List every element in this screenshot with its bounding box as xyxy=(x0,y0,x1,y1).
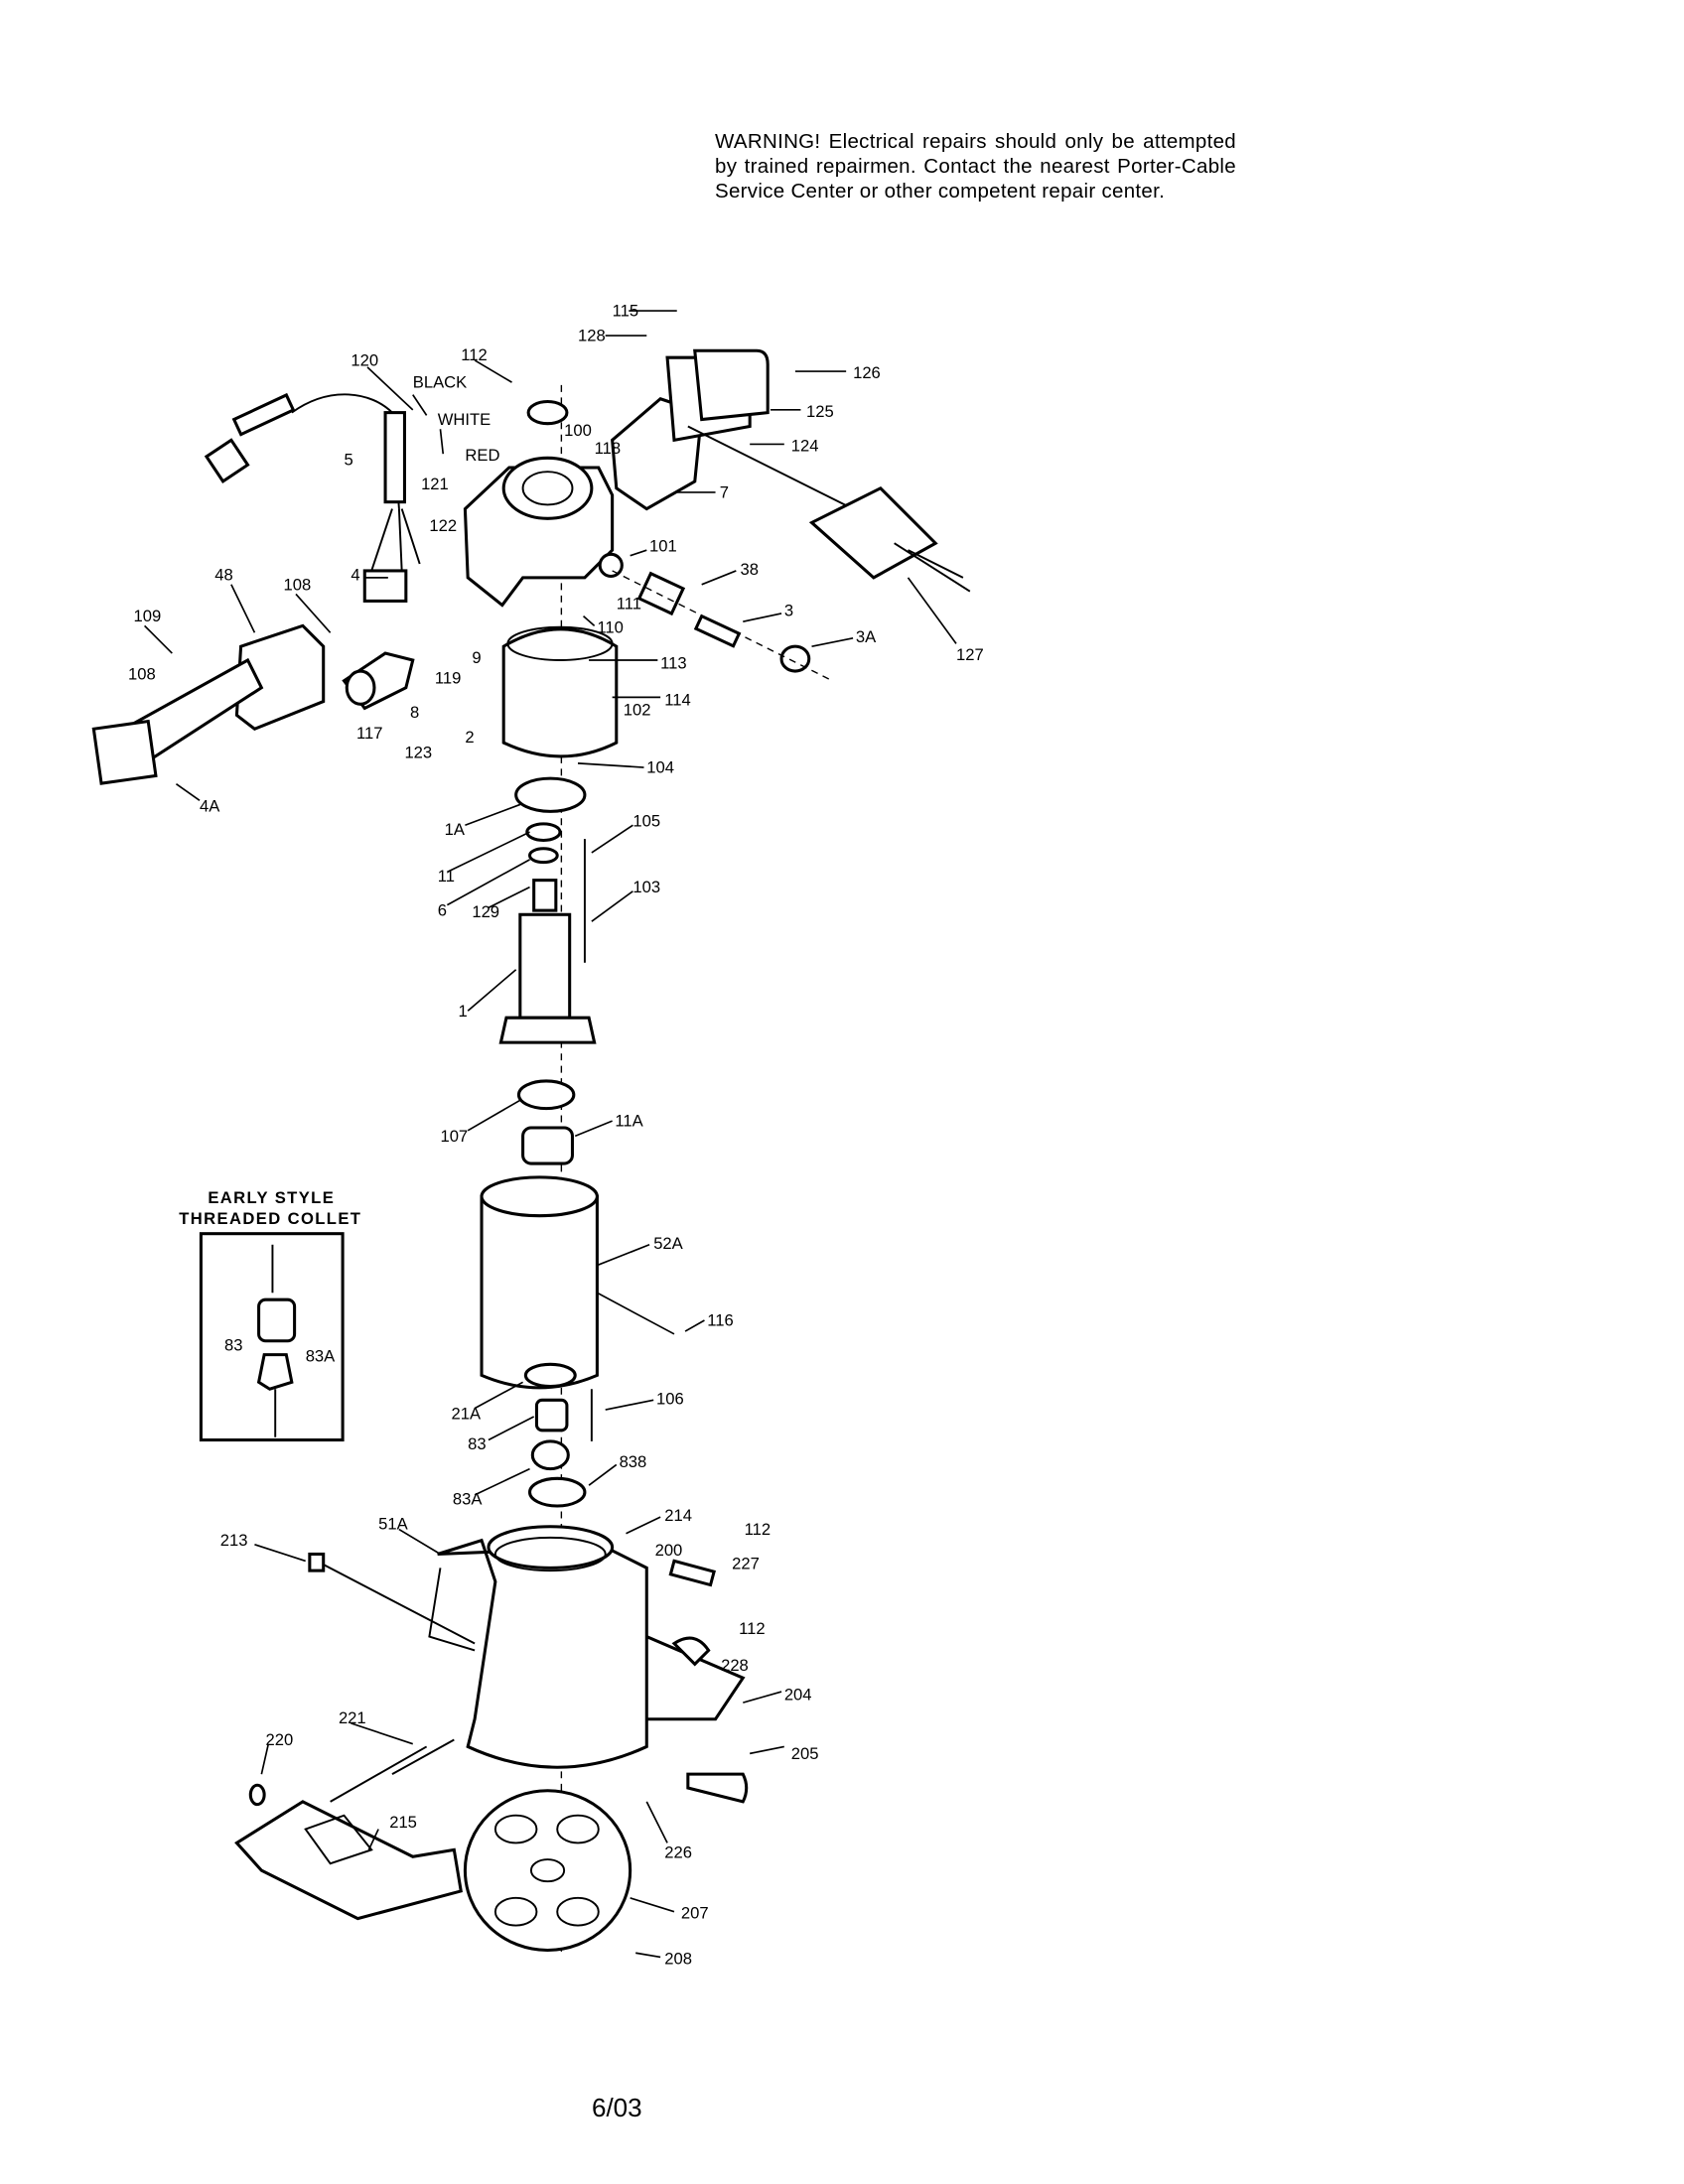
brush-parts xyxy=(598,552,833,682)
part-label: 104 xyxy=(646,758,674,777)
motor-cap-part xyxy=(463,400,615,608)
router-base-part xyxy=(308,1525,749,1804)
switch-assembly-part xyxy=(611,348,971,593)
part-label: 227 xyxy=(732,1555,760,1573)
part-label: 83A xyxy=(453,1490,483,1509)
part-label: 3 xyxy=(784,602,793,620)
part-label: 125 xyxy=(806,402,834,421)
part-label: 100 xyxy=(564,421,592,440)
handle-part xyxy=(91,569,415,785)
part-label: 117 xyxy=(356,724,382,743)
part-label: 1 xyxy=(458,1002,467,1021)
part-label: 103 xyxy=(632,878,660,896)
inset-label: 83 xyxy=(224,1335,242,1354)
part-label: 111 xyxy=(617,595,641,614)
power-cord-part xyxy=(204,392,421,572)
part-label: 228 xyxy=(721,1656,749,1675)
part-label: 11 xyxy=(438,867,455,886)
part-label: 200 xyxy=(655,1541,683,1560)
part-label: 1A xyxy=(445,820,466,839)
revision-date: 6/03 xyxy=(592,2093,642,2122)
wire-label-white: WHITE xyxy=(438,410,491,429)
part-label: 11A xyxy=(615,1112,643,1131)
early-style-collet-inset: EARLY STYLE THREADED COLLET 83 83A xyxy=(179,1188,361,1442)
part-label: 5 xyxy=(344,450,352,469)
part-label: 121 xyxy=(421,475,449,493)
part-label: 116 xyxy=(707,1311,733,1330)
wire-label-black: BLACK xyxy=(413,373,467,392)
inset-title-line2: THREADED COLLET xyxy=(179,1209,361,1228)
part-label: 112 xyxy=(461,345,487,364)
part-label: 110 xyxy=(597,617,623,636)
part-label: 52A xyxy=(653,1234,683,1253)
wire-label-red: RED xyxy=(465,446,499,465)
part-label: 115 xyxy=(613,302,638,321)
edge-guide-part xyxy=(234,1738,463,1921)
field-housing-part xyxy=(501,625,619,758)
part-label: 6 xyxy=(438,901,447,920)
part-label: 118 xyxy=(595,439,621,458)
part-label: 51A xyxy=(378,1515,408,1534)
part-label: 83 xyxy=(468,1434,486,1453)
inset-label: 83A xyxy=(306,1347,336,1366)
part-label: 127 xyxy=(956,645,984,664)
part-label: 119 xyxy=(435,669,461,688)
part-label: 123 xyxy=(404,743,432,761)
part-label: 126 xyxy=(853,363,881,382)
part-label: 4A xyxy=(200,796,220,815)
part-label: 113 xyxy=(660,653,686,672)
part-label: 107 xyxy=(440,1127,468,1146)
motor-housing-part xyxy=(480,1175,599,1441)
leader-lines xyxy=(144,310,957,1959)
part-label: 215 xyxy=(389,1813,417,1832)
part-label: 102 xyxy=(624,700,651,719)
inset-title-line1: EARLY STYLE xyxy=(208,1188,335,1207)
part-label: 9 xyxy=(472,648,481,667)
sub-base-part xyxy=(463,1789,632,1953)
part-label: 205 xyxy=(791,1744,819,1763)
part-label: 112 xyxy=(745,1520,771,1539)
part-label: 124 xyxy=(791,436,819,455)
part-label: 122 xyxy=(429,516,457,535)
part-label: 38 xyxy=(740,560,758,579)
part-label: 8 xyxy=(410,703,419,722)
part-label: 120 xyxy=(351,351,378,370)
part-label: 128 xyxy=(578,327,606,345)
armature-part xyxy=(498,776,597,1165)
part-label: 220 xyxy=(266,1730,294,1749)
collet-parts xyxy=(523,1362,587,1508)
part-label: 2 xyxy=(465,728,474,747)
part-label: 214 xyxy=(664,1506,692,1525)
part-label: 3A xyxy=(856,627,877,646)
part-label: 213 xyxy=(220,1531,248,1550)
part-label: 226 xyxy=(664,1843,692,1862)
part-label: 208 xyxy=(664,1949,692,1968)
part-label: 108 xyxy=(284,575,312,594)
part-label: 101 xyxy=(649,537,677,556)
part-label: 109 xyxy=(134,607,162,625)
part-label: 4 xyxy=(351,566,359,585)
part-label: 105 xyxy=(632,812,660,831)
part-label: 7 xyxy=(720,483,729,502)
part-label: 108 xyxy=(128,664,156,683)
part-label: 106 xyxy=(656,1389,684,1408)
part-label: 204 xyxy=(784,1685,812,1704)
part-label: 114 xyxy=(664,691,690,710)
part-label: 112 xyxy=(739,1619,765,1638)
part-label: 838 xyxy=(620,1452,647,1471)
part-label: 48 xyxy=(214,566,232,585)
part-label: 129 xyxy=(472,902,499,921)
electrical-warning: WARNING! Electrical repairs should only … xyxy=(715,130,1236,203)
part-label: 207 xyxy=(681,1904,709,1923)
part-label: 221 xyxy=(339,1708,366,1727)
part-label: 21A xyxy=(452,1405,482,1424)
